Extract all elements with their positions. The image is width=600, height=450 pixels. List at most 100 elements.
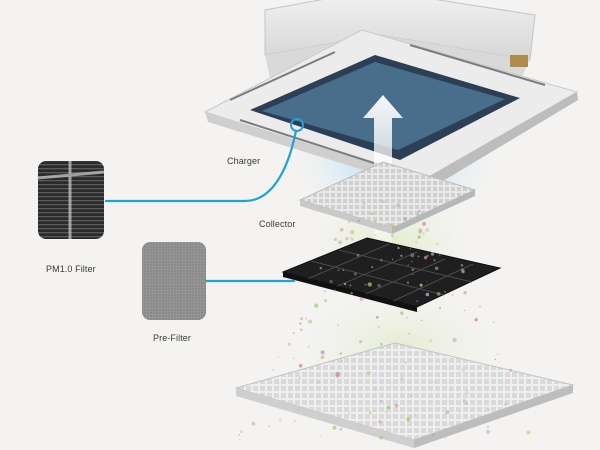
- dust-particle: [430, 252, 435, 256]
- dust-particle: [374, 387, 378, 391]
- dust-particle: [379, 399, 383, 403]
- dust-particle: [390, 234, 394, 238]
- dust-particle: [363, 202, 366, 205]
- dust-particle: [450, 388, 452, 391]
- pre-filter-thumbnail: [142, 242, 206, 320]
- dust-particle: [396, 203, 401, 207]
- dust-particle: [426, 254, 429, 257]
- dust-particles: [238, 199, 531, 441]
- dust-particle: [493, 321, 495, 323]
- air-vents: [229, 44, 546, 166]
- dust-particle: [415, 241, 418, 244]
- dust-particle: [375, 315, 379, 319]
- dust-particle: [379, 199, 382, 202]
- dust-particle: [400, 254, 403, 257]
- dust-particle: [353, 272, 357, 276]
- dust-particle: [239, 439, 241, 441]
- dust-particle: [268, 425, 271, 428]
- dust-particle: [407, 264, 409, 266]
- dust-particle: [417, 255, 420, 258]
- dust-particle: [414, 413, 416, 416]
- dust-particle: [406, 417, 411, 422]
- dust-particle: [359, 340, 363, 344]
- dust-particle: [337, 240, 343, 245]
- pipe-connector: [510, 55, 528, 67]
- dust-particle: [417, 235, 421, 239]
- dust-particle: [452, 337, 457, 342]
- dust-particle: [397, 246, 400, 250]
- dust-particle: [356, 222, 358, 224]
- dust-particle: [368, 411, 372, 414]
- dust-particle: [408, 332, 411, 335]
- dust-particle: [345, 237, 349, 241]
- pm-filter-thumbnail: [37, 161, 105, 239]
- dust-particle: [379, 258, 383, 262]
- dust-particle: [298, 377, 301, 380]
- dust-particle: [386, 405, 391, 410]
- dust-particle: [366, 371, 371, 375]
- dust-particle: [307, 345, 310, 348]
- dust-particle: [463, 291, 467, 295]
- collector-plate: [298, 161, 477, 234]
- dust-particle: [380, 342, 383, 346]
- dust-particle: [418, 228, 423, 233]
- pm-filter-label: PM1.0 Filter: [46, 264, 96, 274]
- dust-particle: [319, 435, 322, 437]
- charger-label: Charger: [227, 156, 261, 166]
- dust-particle: [333, 237, 337, 242]
- dust-particle: [348, 412, 351, 415]
- dust-particle: [424, 256, 428, 260]
- dust-particle: [388, 223, 392, 227]
- dust-particle: [370, 212, 374, 216]
- dust-particle: [429, 339, 432, 343]
- dust-particle: [320, 355, 325, 360]
- dust-particle: [459, 411, 461, 413]
- dust-particle: [349, 236, 354, 241]
- dust-particle: [308, 319, 313, 324]
- dust-particle: [359, 297, 364, 301]
- dust-particle: [351, 239, 354, 241]
- dust-particle: [385, 411, 388, 414]
- dust-particle: [498, 361, 500, 364]
- dust-particle: [391, 224, 395, 228]
- dust-particle: [382, 200, 385, 204]
- dust-particle: [324, 299, 327, 303]
- pre-filter-label: Pre-Filter: [153, 333, 192, 343]
- dust-particle: [351, 219, 353, 221]
- dust-particle: [299, 322, 302, 325]
- dust-particle: [339, 227, 344, 232]
- dust-particle: [238, 434, 240, 436]
- dust-particle: [436, 242, 439, 246]
- dust-particle: [377, 419, 382, 424]
- dust-particle: [386, 316, 388, 318]
- pm-filter-frame: [281, 237, 502, 312]
- dust-particle: [497, 353, 499, 356]
- dust-particle: [463, 309, 466, 312]
- dust-particle: [416, 213, 420, 216]
- dust-particle: [297, 409, 300, 411]
- dust-particle: [317, 381, 320, 384]
- dust-particle: [294, 420, 296, 422]
- dust-particle: [406, 316, 408, 319]
- dust-particle: [373, 410, 376, 412]
- dust-particle: [435, 266, 439, 270]
- dust-particle: [394, 403, 399, 408]
- dust-particle: [350, 292, 353, 295]
- dust-particle: [314, 303, 319, 308]
- dust-particle: [305, 317, 308, 320]
- dust-particle: [350, 230, 355, 235]
- dust-particle: [344, 282, 347, 286]
- dust-particle: [329, 279, 333, 284]
- dust-particle: [486, 425, 490, 429]
- dust-particle: [364, 283, 367, 286]
- dust-particle: [320, 350, 325, 355]
- dust-particle: [339, 427, 343, 431]
- dust-particle: [461, 368, 465, 372]
- dust-particle: [367, 282, 372, 287]
- dust-particle: [444, 436, 447, 439]
- dust-particle: [292, 332, 295, 335]
- dust-particle: [422, 232, 425, 235]
- dust-particle: [384, 224, 386, 227]
- dust-particle: [277, 356, 279, 358]
- dust-particle: [377, 283, 381, 288]
